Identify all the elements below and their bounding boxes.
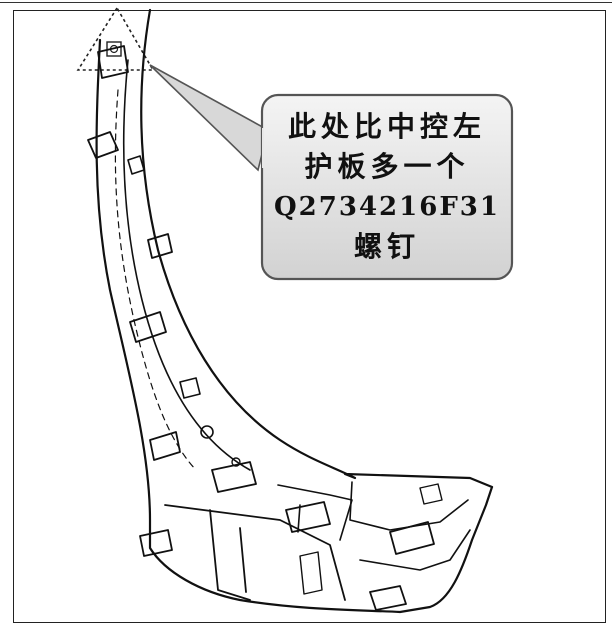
callout-part-number: Q2734216F31 <box>274 192 500 222</box>
top-rule <box>0 2 606 3</box>
callout-box <box>260 93 514 281</box>
callout-line-2: 护板多一个 <box>304 150 470 183</box>
screw-location-marker <box>76 6 155 71</box>
callout-line-1: 此处比中控左 <box>287 110 486 143</box>
top-rule-right-segment <box>606 2 612 3</box>
callout-line-4: 螺钉 <box>353 230 420 263</box>
callout-pointer <box>149 64 269 172</box>
trim-panel <box>87 8 494 614</box>
callout-note: 此处比中控左 护板多一个 Q2734216F31 螺钉 <box>262 95 512 279</box>
